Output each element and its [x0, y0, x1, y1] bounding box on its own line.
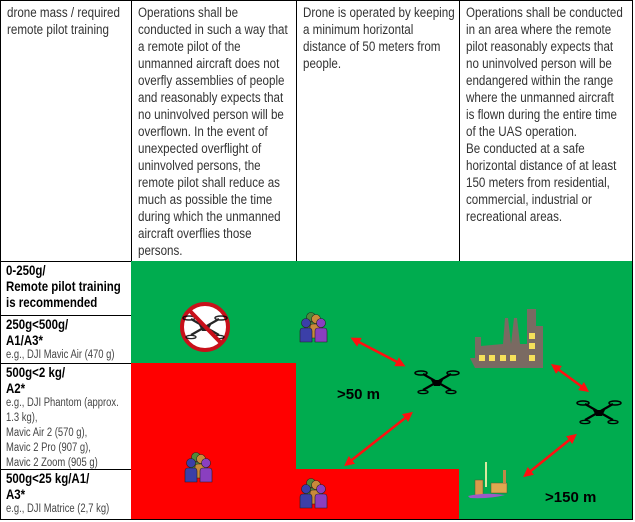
people-group-icon: [300, 479, 327, 509]
text-line: and reasonably expects that: [138, 90, 284, 105]
text-line: commercial, industrial or: [466, 192, 592, 207]
text-line: overflown. In the event of: [138, 124, 268, 139]
text-line: Be conducted at a safe: [466, 141, 585, 156]
text-line: remote pilot training: [7, 22, 109, 37]
city-icon: [468, 462, 508, 499]
drone-example: 1.3 kg),: [6, 412, 38, 424]
text-line: is flown during the entire time: [466, 107, 618, 122]
mass-class-label: 0-250g/: [6, 262, 46, 278]
mass-class-label: 500g<25 kg/A1/: [6, 470, 90, 486]
text-line: in an area where the remote: [466, 22, 612, 37]
distance-arrow-icon: [344, 337, 590, 478]
text-line: endangered within the range: [466, 73, 614, 88]
drone-example: Mavic 2 Zoom (905 g): [6, 457, 98, 469]
text-line: a minimum horizontal: [303, 22, 414, 37]
text-line: uninvolved persons, the: [138, 158, 261, 173]
drone-example: e.g., DJI Phantom (approx.: [6, 397, 119, 409]
text-line: no uninvolved person will be: [138, 107, 284, 122]
text-line: 150 meters from residential,: [466, 175, 610, 190]
header-cell-a1: Operations shall be conducted in such a w…: [131, 0, 297, 262]
drone-icon: [575, 399, 623, 425]
factory-icon: [470, 309, 543, 368]
distance-label-150m: >150 m: [545, 489, 596, 506]
row-label-500g-2kg: 500g<2 kg/A2*e.g., DJI Phantom (approx. 1…: [0, 363, 132, 470]
header-a3-text: Operations shall be conducted in an area …: [466, 4, 623, 225]
text-line: where the unmanned aircraft: [466, 90, 614, 105]
text-line: a remote pilot of the: [138, 39, 241, 54]
no-drone-sign-icon: [180, 302, 230, 352]
mass-class-label: A3*: [6, 486, 26, 502]
text-line: during which the unmanned: [138, 209, 281, 224]
text-line: people.: [303, 56, 342, 71]
mass-class-label: is recommended: [6, 294, 98, 310]
mass-class-label: A2*: [6, 380, 26, 396]
row-label-250-500g: 250g<500g/A1/A3*e.g., DJI Mavic Air (470…: [0, 315, 132, 364]
cell-r1-a3: [459, 261, 633, 316]
header-a2-text: Drone is operated by keeping a minimum ho…: [303, 4, 455, 72]
text-line: of the UAS operation.: [466, 124, 578, 139]
people-group-icon: [185, 453, 212, 483]
text-line: aircraft overflies those: [138, 226, 252, 241]
header-cell-a3: Operations shall be conducted in an area …: [459, 0, 633, 262]
text-line: no uninvolved person will be: [466, 56, 612, 71]
text-line: horizontal distance of at least: [466, 158, 617, 173]
text-line: Operations shall be conducted: [466, 5, 623, 20]
text-line: Operations shall be: [138, 5, 239, 20]
text-line: pilot reasonably expects that: [466, 39, 614, 54]
text-line: overfly assemblies of people: [138, 73, 285, 88]
text-line: conducted in such a way that: [138, 22, 288, 37]
people-group-icon: [300, 313, 327, 343]
drone-example: e.g., DJI Matrice (2,7 kg): [6, 503, 110, 515]
cell-r3-a1: [131, 363, 297, 470]
header-mass-text: drone mass / required remote pilot traini…: [7, 4, 120, 38]
drone-example: e.g., DJI Mavic Air (470 g): [6, 349, 115, 361]
distance-label-50m: >50 m: [337, 386, 380, 403]
drone-example: Mavic Air 2 (570 g),: [6, 427, 88, 439]
cell-r4-a1: [131, 469, 297, 520]
text-line: persons.: [138, 243, 183, 258]
header-a1-text: Operations shall be conducted in such a w…: [138, 4, 288, 259]
text-line: Drone is operated by keeping: [303, 5, 455, 20]
text-line: unmanned aircraft does not: [138, 56, 280, 71]
drone-example: Mavic 2 Pro (907 g),: [6, 442, 91, 454]
drone-icon: [413, 369, 461, 395]
mass-class-label: A1/A3*: [6, 332, 44, 348]
text-line: distance of 50 meters from: [303, 39, 441, 54]
text-line: recreational areas.: [466, 209, 563, 224]
header-cell-mass: drone mass / required remote pilot traini…: [0, 0, 132, 262]
text-line: much as possible the time: [138, 192, 273, 207]
text-line: unexpected overflight of: [138, 141, 262, 156]
text-line: remote pilot shall reduce as: [138, 175, 280, 190]
text-line: drone mass / required: [7, 5, 120, 20]
cell-r1-a2: [296, 261, 460, 316]
mass-class-label: 250g<500g/: [6, 316, 69, 332]
mass-class-label: Remote pilot training: [6, 278, 121, 294]
mass-class-label: 500g<2 kg/: [6, 364, 66, 380]
